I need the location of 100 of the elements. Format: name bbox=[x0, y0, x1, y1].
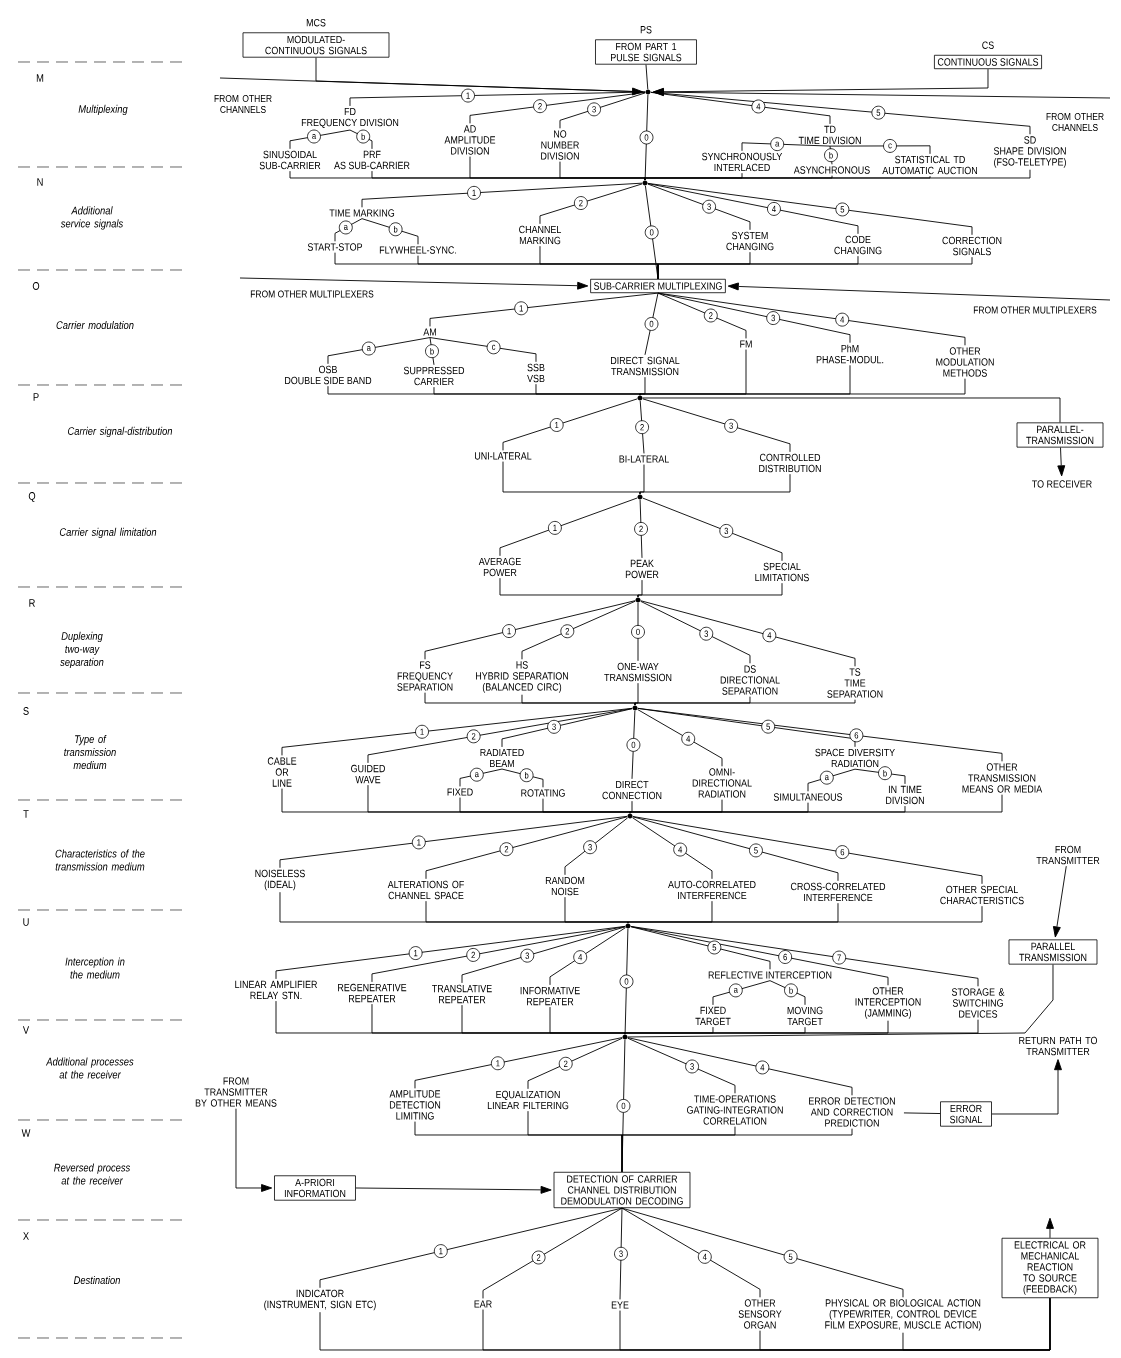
option-label: LINEAR AMPLIFIER RELAY STN. bbox=[235, 980, 317, 1000]
option-label: FM bbox=[740, 340, 752, 348]
row-caption: Reversed process at the receiver bbox=[54, 1163, 130, 1185]
option-label: FLYWHEEL-SYNC. bbox=[379, 246, 457, 254]
option-label: OMNI-DIRECTIONAL RADIATION bbox=[692, 768, 752, 798]
option-label: FIXED bbox=[447, 788, 473, 796]
connector-line bbox=[559, 161, 646, 181]
option-label: STATISTICAL TD AUTOMATIC AUCTION bbox=[882, 155, 977, 175]
connector-line bbox=[527, 1037, 623, 1090]
row-letter: T bbox=[23, 810, 29, 818]
option-label: OSB DOUBLE SIDE BAND bbox=[285, 365, 372, 385]
option-label: DS DIRECTIONAL SEPARATION bbox=[720, 665, 780, 695]
connector-line bbox=[630, 926, 771, 970]
connector-line bbox=[459, 768, 503, 787]
option-label: FROM TRANSMITTER BY OTHER MEANS bbox=[195, 1077, 277, 1107]
option-label: TO RECEIVER bbox=[1032, 480, 1092, 488]
option-label: SINUSOIDAL SUB-CARRIER bbox=[259, 150, 321, 170]
connector-line bbox=[647, 183, 859, 235]
row-letter: V bbox=[22, 1026, 30, 1034]
connector-line bbox=[657, 292, 747, 339]
connector-line bbox=[902, 1297, 1051, 1351]
connector-line bbox=[640, 600, 856, 667]
connector-line bbox=[549, 1006, 626, 1035]
option-label: AMPLITUDE DETECTION LIMITING bbox=[389, 1090, 441, 1120]
connector-line bbox=[637, 707, 1003, 762]
option-label: EAR bbox=[474, 1300, 492, 1308]
arrow bbox=[727, 282, 1111, 301]
connector-line bbox=[769, 980, 806, 1006]
option-label: OTHER INTERCEPTION (JAMMING) bbox=[855, 987, 921, 1019]
option-label: TIME-OPERATIONS GATING-INTEGRATION CORRELATION bbox=[687, 1095, 783, 1125]
option-label: FD FREQUENCY DIVISION bbox=[301, 107, 399, 129]
connector-line bbox=[639, 473, 791, 495]
option-label: AUTO-CORRELATED INTERFERENCE bbox=[668, 880, 756, 900]
row-letter: Q bbox=[28, 492, 36, 502]
option-label: CORRECTION SIGNALS bbox=[942, 236, 1002, 256]
option-label: SSB VSB bbox=[527, 363, 545, 383]
row-caption: Additional processes at the receiver bbox=[45, 1057, 134, 1079]
option-label: INDICATOR (INSTRUMENT, SIGN ETC) bbox=[264, 1289, 376, 1311]
side-note: FROM OTHER CHANNELS bbox=[214, 94, 272, 114]
arrow bbox=[1046, 1217, 1054, 1239]
option-label: DIRECT CONNECTION bbox=[602, 780, 662, 800]
connector-line bbox=[642, 398, 791, 453]
option-label: BI-LATERAL bbox=[619, 455, 669, 463]
connector-line bbox=[414, 1037, 623, 1089]
connector-line bbox=[632, 816, 839, 882]
option-label: RANDOM NOISE bbox=[545, 876, 585, 896]
option-label: EYE bbox=[611, 1301, 629, 1309]
connector-line bbox=[829, 145, 833, 165]
labelled-box: PARALLEL TRANSMISSION bbox=[1008, 939, 1098, 965]
row-letter: O bbox=[32, 282, 40, 290]
connector-line bbox=[559, 92, 646, 129]
connector-line bbox=[624, 928, 629, 1035]
labelled-box: DETECTION OF CARRIER CHANNEL DISTRIBUTION DEMODULATION DECODING bbox=[553, 1171, 691, 1209]
option-label: REFLECTIVE INTERCEPTION bbox=[708, 971, 832, 979]
option-label: GUIDED WAVE bbox=[351, 764, 385, 784]
option-label: SPACE DIVERSITY RADIATION bbox=[815, 748, 895, 768]
arrow bbox=[1052, 865, 1067, 938]
option-label: CABLE OR LINE bbox=[267, 757, 297, 787]
box-heading: MCS bbox=[306, 19, 326, 27]
connector-line bbox=[630, 926, 889, 986]
option-label: OTHER MODULATION METHODS bbox=[936, 347, 994, 377]
option-label: SUPPRESSED CARRIER bbox=[403, 366, 465, 386]
option-label: PHYSICAL OR BIOLOGICAL ACTION (TYPEWRITER, CONTROL DEVICE FILM EXPOSURE, MUSCLE ACTION) bbox=[825, 1299, 981, 1331]
option-label: FIXED TARGET bbox=[695, 1006, 731, 1026]
connector-line bbox=[621, 1128, 853, 1173]
row-letter: M bbox=[36, 74, 44, 82]
option-label: ONE-WAY TRANSMISSION bbox=[604, 662, 672, 682]
connector-line bbox=[621, 1207, 904, 1298]
option-label: FROM TRANSMITTER bbox=[1036, 845, 1100, 865]
connector-line bbox=[642, 497, 783, 562]
connector-line bbox=[637, 582, 783, 598]
connector-line bbox=[854, 768, 906, 785]
connector-line bbox=[647, 183, 751, 231]
connector-line bbox=[657, 256, 973, 280]
option-label: TS TIME SEPARATION bbox=[827, 668, 883, 698]
connector-line bbox=[501, 768, 544, 788]
option-label: AD AMPLITUDE DIVISION bbox=[444, 125, 496, 155]
connector-line bbox=[429, 292, 659, 327]
connector-line bbox=[621, 1207, 761, 1298]
option-label: SPECIAL LIMITATIONS bbox=[755, 562, 809, 582]
option-label: IN TIME DIVISION bbox=[886, 785, 924, 805]
labelled-box: FROM PART 1 PULSE SIGNALS bbox=[595, 39, 697, 65]
connector-line bbox=[319, 1207, 623, 1289]
side-note: FROM OTHER MULTIPLEXERS bbox=[250, 290, 374, 298]
row-caption: Interception in the medium bbox=[65, 957, 125, 979]
labelled-box: MODULATED-CONTINUOUS SIGNALS bbox=[242, 32, 390, 58]
connector-line bbox=[461, 926, 626, 984]
row-letter: U bbox=[23, 918, 29, 926]
row-letter: W bbox=[21, 1129, 31, 1137]
option-label: RADIATED BEAM bbox=[480, 748, 524, 768]
connector-line bbox=[482, 1207, 623, 1299]
connector-line bbox=[619, 1207, 623, 1300]
connector-line bbox=[564, 896, 629, 924]
arrow bbox=[652, 68, 989, 96]
arrow bbox=[1057, 447, 1066, 477]
connector-line bbox=[502, 398, 638, 451]
connector-line bbox=[632, 817, 713, 880]
connector-line bbox=[501, 708, 633, 748]
connector-line bbox=[499, 497, 638, 557]
arrow bbox=[235, 1108, 273, 1192]
